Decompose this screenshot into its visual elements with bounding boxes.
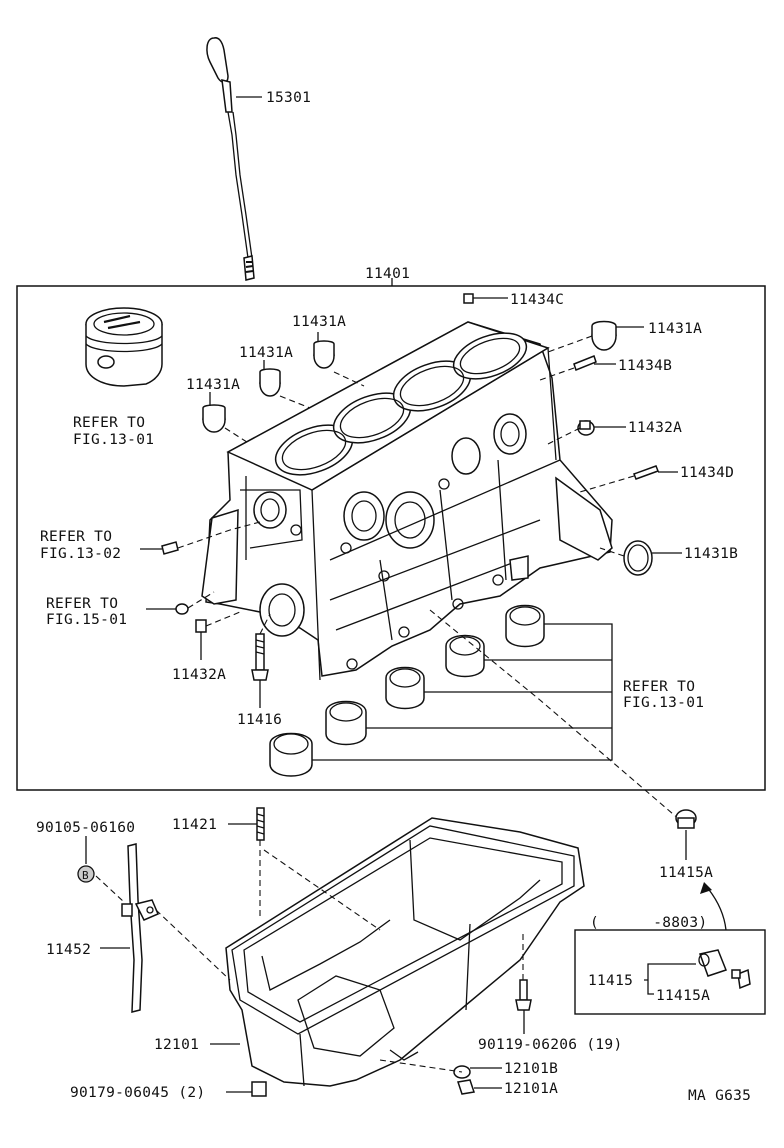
label-90179-06045: 90179-06045 (2) bbox=[70, 1085, 205, 1101]
label-11415: 11415 bbox=[588, 973, 633, 989]
label-12101: 12101 bbox=[154, 1037, 199, 1053]
engine-block-11401[interactable] bbox=[201, 321, 613, 681]
label-11431A-3: 11431A bbox=[186, 377, 240, 393]
pin-fig1302[interactable] bbox=[161, 541, 179, 555]
refer-fig1302-line2: FIG.13-02 bbox=[40, 546, 121, 562]
label-11434D: 11434D bbox=[680, 465, 734, 481]
refer-fig1501-line1: REFER TO bbox=[46, 596, 118, 612]
oil-pan-12101[interactable] bbox=[225, 817, 585, 1087]
refer-fig1301-b-line1: REFER TO bbox=[623, 679, 695, 695]
sub-assembly-frame bbox=[574, 929, 766, 1015]
pin-11434B[interactable] bbox=[573, 355, 597, 371]
block-assembly-frame bbox=[16, 285, 766, 791]
bolt-b-label: B bbox=[82, 869, 89, 882]
bolt-b-icon[interactable] bbox=[77, 865, 95, 883]
label-11431A-1: 11431A bbox=[292, 314, 346, 330]
dipstick-guide-11452[interactable] bbox=[121, 843, 159, 1013]
label-11401: 11401 bbox=[365, 266, 410, 282]
label-11432A-right: 11432A bbox=[628, 420, 682, 436]
label-11431A-4: 11431A bbox=[648, 321, 702, 337]
drawing-id: MA G635 bbox=[688, 1088, 751, 1104]
refer-fig1301-b-line2: FIG.13-01 bbox=[623, 695, 704, 711]
drain-plug-11415[interactable] bbox=[698, 949, 751, 990]
pin-11434D[interactable] bbox=[633, 465, 659, 480]
plug-11431B[interactable] bbox=[623, 540, 653, 576]
label-11434C: 11434C bbox=[510, 292, 564, 308]
plug-11432A-left[interactable] bbox=[195, 619, 207, 633]
date-range: ( -8803) bbox=[590, 915, 707, 931]
plug-fig1501[interactable] bbox=[175, 603, 189, 615]
nut-90179[interactable] bbox=[251, 1081, 267, 1097]
refer-fig1501-line2: FIG.15-01 bbox=[46, 612, 127, 628]
label-90105-06160: 90105-06160 bbox=[36, 820, 135, 836]
label-11452: 11452 bbox=[46, 942, 91, 958]
plug-11431A-4[interactable] bbox=[591, 320, 617, 351]
label-11431A-2: 11431A bbox=[239, 345, 293, 361]
piston-icon[interactable] bbox=[85, 307, 163, 387]
refer-fig1302-line1: REFER TO bbox=[40, 529, 112, 545]
label-11415A-box: 11415A bbox=[656, 988, 710, 1004]
label-12101B: 12101B bbox=[504, 1061, 558, 1077]
bolt-90119[interactable] bbox=[515, 979, 532, 1011]
label-12101A: 12101A bbox=[504, 1081, 558, 1097]
plug-11431A-2[interactable] bbox=[259, 368, 281, 397]
bolt-11416[interactable] bbox=[251, 633, 269, 681]
plug-12101A[interactable] bbox=[457, 1079, 475, 1095]
label-11432A-left: 11432A bbox=[172, 667, 226, 683]
stud-11421[interactable] bbox=[256, 807, 265, 841]
dipstick-15301[interactable] bbox=[206, 37, 255, 281]
plug-11431A-3[interactable] bbox=[202, 404, 226, 433]
plug-11432A-right[interactable] bbox=[577, 420, 595, 436]
arrow-icon bbox=[705, 885, 727, 931]
label-90119-06206: 90119-06206 (19) bbox=[478, 1037, 622, 1053]
bearing-set[interactable] bbox=[269, 604, 545, 777]
plug-11431A-1[interactable] bbox=[313, 340, 335, 369]
refer-fig1301-a-line1: REFER TO bbox=[73, 415, 145, 431]
label-11415A-top: 11415A bbox=[659, 865, 713, 881]
refer-fig1301-a-line2: FIG.13-01 bbox=[73, 432, 154, 448]
pin-11434C[interactable] bbox=[463, 293, 474, 304]
label-15301: 15301 bbox=[266, 90, 311, 106]
label-11421: 11421 bbox=[172, 817, 217, 833]
label-11434B: 11434B bbox=[618, 358, 672, 374]
label-11431B: 11431B bbox=[684, 546, 738, 562]
drain-plug-11415A[interactable] bbox=[675, 809, 697, 829]
label-11416: 11416 bbox=[237, 712, 282, 728]
